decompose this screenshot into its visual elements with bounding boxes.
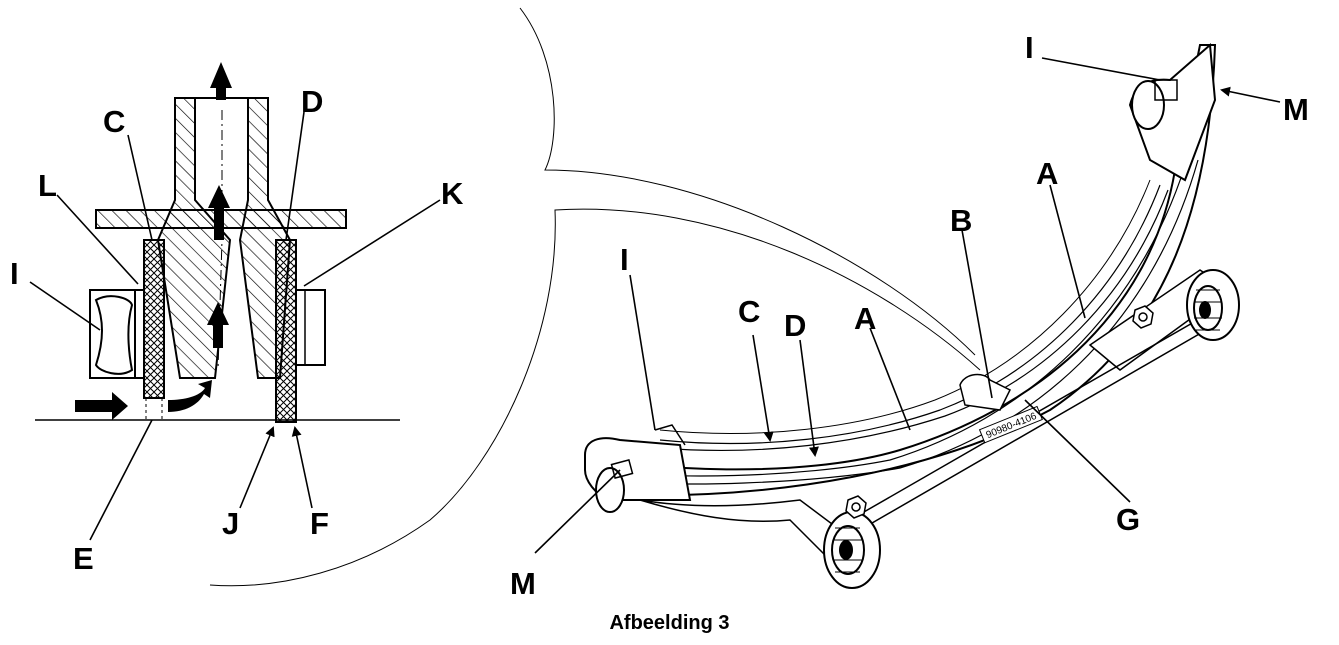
flow-arrow-inlet	[75, 392, 128, 420]
flow-arrow-curve	[168, 380, 212, 412]
label-assembly-m-left: M	[510, 566, 536, 601]
wheel-right-end	[1131, 80, 1165, 130]
label-assembly-d: D	[784, 308, 807, 343]
seal-right	[275, 239, 297, 423]
wheel-left-end	[595, 467, 625, 513]
label-section-j: J	[222, 506, 240, 541]
flow-arrow-top	[210, 62, 232, 100]
label-assembly-i-left: I	[620, 242, 629, 277]
label-section-d: D	[301, 84, 324, 119]
squeegee-inner-edge	[604, 149, 1191, 477]
label-assembly-a-right: A	[1036, 156, 1059, 191]
label-section-i: I	[10, 256, 19, 291]
figure-caption: Afbeelding 3	[609, 612, 730, 634]
section-leaders	[29, 111, 441, 541]
clamp-right	[296, 289, 326, 366]
label-assembly-a-left: A	[854, 301, 877, 336]
wheel-lower	[823, 511, 881, 589]
assembly-view: 90980-4106	[584, 42, 1240, 589]
label-assembly-m-right: M	[1283, 92, 1309, 127]
center-clip	[959, 373, 1012, 411]
bolt-lower	[845, 495, 867, 519]
flow-arrow-upper	[208, 185, 230, 240]
label-assembly-b: B	[950, 203, 973, 238]
label-section-k: K	[441, 176, 464, 211]
bolt-right	[1132, 305, 1154, 329]
label-section-e: E	[73, 541, 94, 576]
magnifier-outline	[209, 7, 981, 587]
part-marking-plate	[978, 405, 1043, 444]
assembly-leaders	[534, 57, 1281, 554]
label-assembly-g: G	[1116, 502, 1141, 537]
flow-arrows	[75, 62, 232, 420]
label-section-f: F	[310, 506, 329, 541]
label-assembly-c: C	[738, 294, 761, 329]
label-assembly-i-right: I	[1025, 30, 1034, 65]
seal-left	[143, 239, 165, 399]
flow-arrow-middle	[207, 302, 229, 348]
label-section-l: L	[38, 168, 57, 203]
tube-wall-left	[156, 97, 232, 379]
wheel-right	[1186, 269, 1240, 341]
label-section-c: C	[103, 104, 126, 139]
blade-strip	[659, 184, 1161, 445]
